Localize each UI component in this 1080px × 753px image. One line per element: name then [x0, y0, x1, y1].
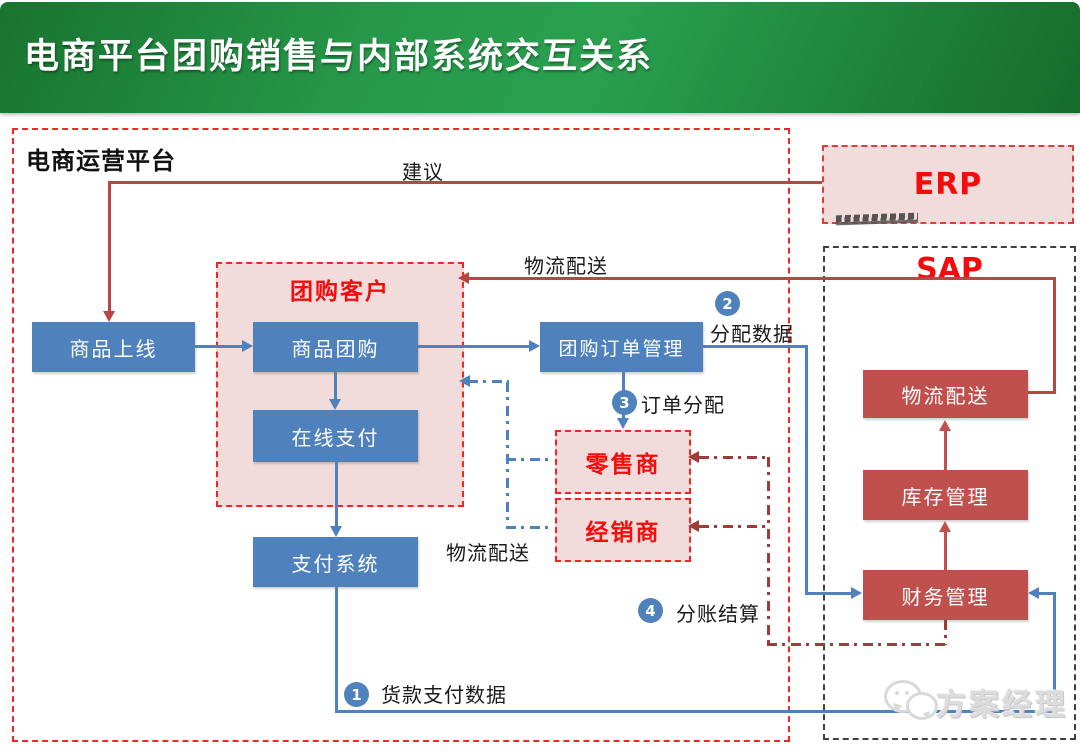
connector-segment: [1039, 592, 1056, 595]
connector-segment: [335, 710, 1056, 713]
step-3-label: 订单分配: [641, 393, 725, 417]
connector-segment: [468, 380, 509, 383]
connector-segment: [944, 620, 947, 645]
step-3-badge: 3: [612, 390, 637, 415]
groupbuy-customer-box: 团购客户: [216, 262, 464, 507]
arrowhead: [242, 340, 253, 352]
step-2-badge: 2: [715, 291, 740, 316]
arrowhead: [851, 587, 862, 599]
connector-segment: [944, 530, 947, 570]
sap-container: SAP: [823, 246, 1076, 740]
step-1-badge: 1: [344, 682, 369, 707]
connector-segment: [506, 458, 553, 461]
erp-box: ERP: [822, 145, 1074, 224]
step-4-badge: 4: [638, 598, 663, 623]
connector-segment: [335, 462, 338, 527]
arrowhead: [1028, 587, 1039, 599]
sap-finance-box: 财务管理: [863, 570, 1028, 620]
connector-segment: [466, 277, 1056, 280]
online-payment-box: 在线支付: [253, 410, 418, 462]
connector-segment: [805, 345, 808, 595]
step-4-label: 分账结算: [676, 602, 760, 626]
connector-segment: [699, 456, 769, 459]
sap-title: SAP: [916, 252, 983, 287]
arrowhead: [688, 520, 699, 532]
connector-segment: [703, 345, 808, 348]
connector-segment: [335, 587, 338, 713]
connector-segment: [1053, 592, 1056, 713]
product-groupbuy-box: 商品团购: [253, 322, 418, 372]
connector-segment: [506, 382, 509, 528]
arrowhead: [617, 418, 629, 429]
wechat-eye: [905, 691, 909, 695]
connector-segment: [506, 526, 553, 529]
erp-title: ERP: [913, 167, 983, 202]
wechat-eye: [895, 691, 899, 695]
wechat-icon: [884, 678, 938, 726]
label-suggestion: 建议: [402, 160, 444, 184]
connector-segment: [195, 345, 243, 348]
step-1-label: 货款支付数据: [381, 683, 507, 707]
sap-logistics-box: 物流配送: [863, 370, 1028, 418]
groupbuy-customer-title: 团购客户: [290, 279, 390, 305]
retailer-box: 零售商: [555, 430, 691, 494]
connector-segment: [334, 372, 337, 400]
product-online-box: 商品上线: [32, 322, 195, 372]
arrowhead: [939, 521, 951, 532]
watermark-text: 方案经理: [936, 688, 1068, 723]
arrowhead: [329, 399, 341, 410]
arrowhead: [459, 375, 470, 387]
connector-segment: [805, 592, 852, 595]
connector-segment: [699, 525, 769, 528]
arrowhead: [529, 340, 540, 352]
label-logistics-bottom: 物流配送: [446, 541, 530, 565]
connector-segment: [108, 181, 111, 312]
arrowhead: [939, 420, 951, 431]
connector-segment: [944, 430, 947, 470]
watermark: 方案经理: [884, 678, 1068, 726]
ecommerce-platform-container: 电商运营平台: [12, 128, 790, 742]
connector-segment: [767, 457, 770, 645]
label-logistics-top: 物流配送: [524, 254, 608, 278]
connector-segment: [1053, 277, 1056, 394]
connector-segment: [767, 643, 947, 646]
distributor-box: 经销商: [555, 498, 691, 562]
redacted-scribble: [835, 212, 919, 228]
connector-segment: [1028, 391, 1056, 394]
arrowhead: [103, 311, 115, 322]
arrowhead: [458, 272, 469, 284]
step-2-label: 分配数据: [710, 322, 794, 346]
payment-system-box: 支付系统: [253, 537, 418, 587]
page-title: 电商平台团购销售与内部系统交互关系: [24, 37, 654, 77]
groupbuy-order-mgmt-box: 团购订单管理: [540, 322, 703, 372]
sap-inventory-box: 库存管理: [863, 470, 1028, 520]
connector-segment: [418, 345, 530, 348]
platform-title: 电商运营平台: [26, 147, 176, 175]
header-bar: 电商平台团购销售与内部系统交互关系: [0, 2, 1080, 113]
arrowhead: [330, 526, 342, 537]
connector-segment: [108, 181, 822, 184]
wechat-bubble-small: [906, 692, 938, 720]
arrowhead: [688, 451, 699, 463]
